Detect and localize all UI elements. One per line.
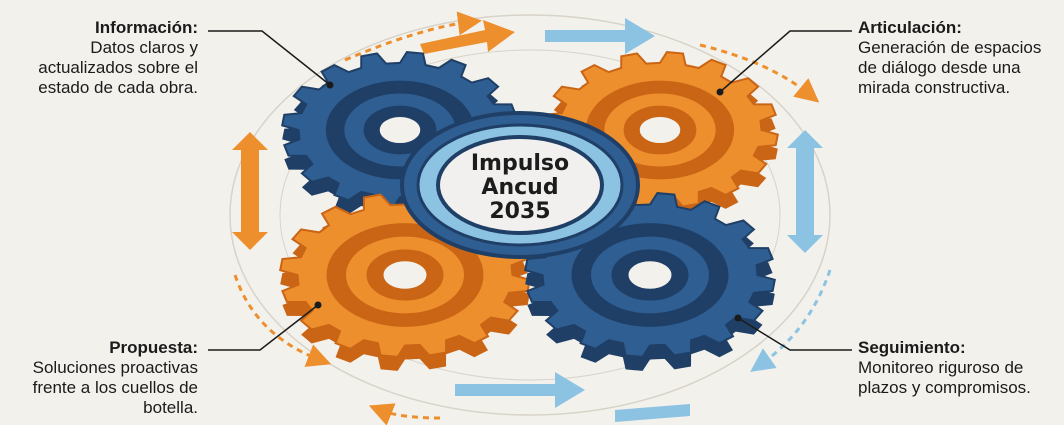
label-informacion-title: Información: xyxy=(95,18,198,37)
arrow-top-orange xyxy=(420,20,515,54)
label-seguimiento: Seguimiento: Monitoreo riguroso de plazo… xyxy=(858,338,1062,398)
label-articulacion-title: Articulación: xyxy=(858,18,962,37)
arrow-right-blue xyxy=(787,130,823,253)
leader-line-propuesta xyxy=(208,304,319,351)
gear-bottom-left-ring-3 xyxy=(381,259,429,291)
leader-dot-propuesta xyxy=(314,301,322,309)
arrow-top-blue xyxy=(545,18,655,54)
gear-top-left-ring-3 xyxy=(377,114,423,146)
leader-dot-informacion xyxy=(326,81,334,89)
center-title-line1: Impulso xyxy=(471,151,569,176)
orbit-arrow-top-right xyxy=(699,43,820,103)
label-informacion-body: Datos claros y actualizados sobre el est… xyxy=(38,38,198,97)
arrow-bottom-left-blue xyxy=(615,404,690,422)
leader-dot-seguimiento xyxy=(734,314,742,322)
label-propuesta-body: Soluciones proactivas frente a los cuell… xyxy=(32,358,198,417)
orbit-ring-outer xyxy=(229,14,831,416)
orbit-arrow-bottom-right xyxy=(750,269,832,372)
leader-line-seguimiento xyxy=(737,317,852,351)
label-propuesta-title: Propuesta: xyxy=(109,338,198,357)
arrow-bottom-blue xyxy=(455,372,585,408)
orbit-arrow-bottom-left xyxy=(233,274,332,367)
orbit-arrow-bottom xyxy=(368,403,441,425)
leader-dot-articulacion xyxy=(716,88,724,96)
leader-line-informacion xyxy=(208,30,331,86)
gear-top-right-ring-3 xyxy=(637,114,683,146)
orbit-ring-inner xyxy=(279,49,781,381)
leader-line-articulacion xyxy=(719,30,852,93)
label-articulacion: Articulación: Generación de espacios de … xyxy=(858,18,1062,98)
label-articulacion-body: Generación de espacios de diálogo desde … xyxy=(858,38,1042,97)
arrow-left-orange xyxy=(232,132,268,250)
gear-bottom-right-ring-3 xyxy=(626,259,674,291)
center-title-line3: 2035 xyxy=(489,199,550,224)
label-informacion: Información: Datos claros y actualizados… xyxy=(8,18,198,98)
label-propuesta: Propuesta: Soluciones proactivas frente … xyxy=(4,338,198,418)
label-seguimiento-title: Seguimiento: xyxy=(858,338,966,357)
label-seguimiento-body: Monitoreo riguroso de plazos y compromis… xyxy=(858,358,1031,397)
center-title-line2: Ancud xyxy=(481,175,558,200)
center-hub: Impulso Ancud 2035 xyxy=(400,111,640,259)
